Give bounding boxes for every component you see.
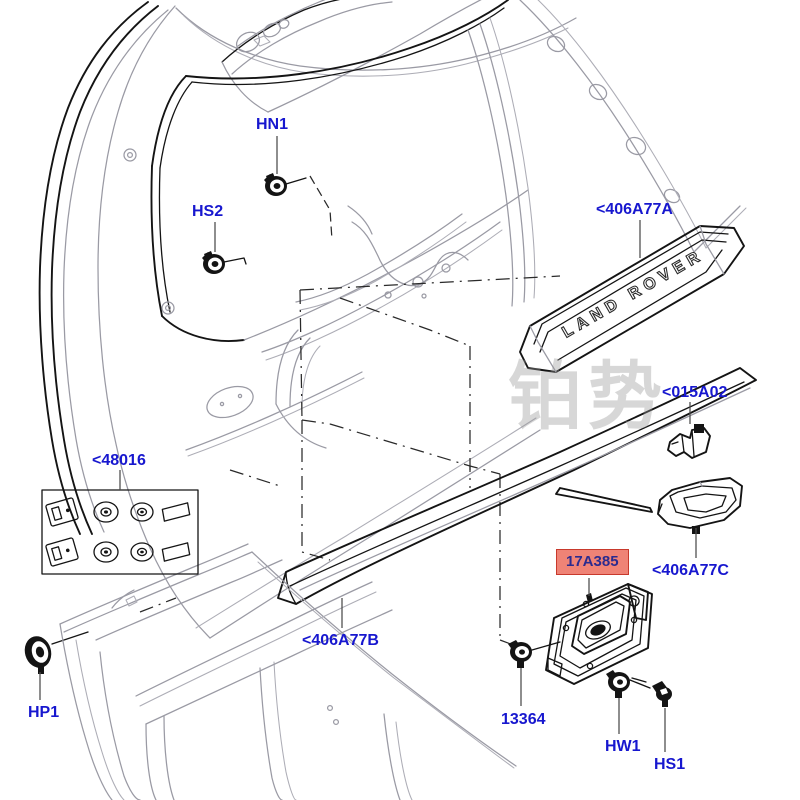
- fastener-hs2: [202, 251, 247, 274]
- fastener-hp1: [24, 631, 89, 674]
- part-label-17a385[interactable]: 17A385: [556, 549, 629, 575]
- brake-lamp-detail: [235, 0, 326, 53]
- wiring-loom: [351, 221, 469, 299]
- tailgate-inner-panel-detail: [123, 148, 503, 457]
- part-label-hp1[interactable]: HP1: [28, 704, 60, 721]
- part-label-015a02[interactable]: <015A02: [662, 384, 728, 401]
- part-label-hs1[interactable]: HS1: [654, 756, 686, 773]
- part-label-406a77c[interactable]: <406A77C: [652, 562, 729, 579]
- part-label-hn1[interactable]: HN1: [256, 116, 289, 133]
- part-label-48016[interactable]: <48016: [92, 452, 146, 469]
- parts-box-item: [161, 502, 191, 522]
- parts-box-48016: [41, 489, 199, 575]
- tailgate-outer-seal: [38, 1, 169, 535]
- part-label-406a77a[interactable]: <406A77A: [596, 201, 673, 218]
- parts-box-item: [45, 497, 79, 527]
- parts-box-item: [161, 542, 191, 562]
- parts-box-item: [93, 541, 119, 563]
- part-label-406a77b[interactable]: <406A77B: [302, 632, 379, 649]
- handle-406a77c: [555, 477, 743, 534]
- part-13364: [508, 640, 561, 668]
- parts-box-item: [45, 537, 79, 567]
- lower-tailgate-panel: [59, 543, 517, 800]
- leader-lines: [39, 136, 697, 752]
- tailgate-inner-frame-right: [467, 0, 747, 307]
- fastener-hs1: [631, 677, 672, 707]
- fastener-hn1: [264, 173, 307, 196]
- clip-015a02: [667, 424, 711, 459]
- part-label-hs2[interactable]: HS2: [192, 203, 224, 220]
- tailgate-body-panel: [97, 0, 577, 639]
- part-label-13364[interactable]: 13364: [501, 711, 546, 728]
- parts-box-item: [130, 542, 154, 562]
- part-label-hw1[interactable]: HW1: [605, 738, 641, 755]
- plate-lamp-housing-17a385: [545, 583, 653, 685]
- parts-box-item: [93, 501, 119, 523]
- tailgate-glass-aperture: [150, 0, 529, 342]
- parts-box-item: [130, 502, 154, 522]
- fastener-hw1: [606, 670, 651, 698]
- hn1-projection: [309, 175, 333, 241]
